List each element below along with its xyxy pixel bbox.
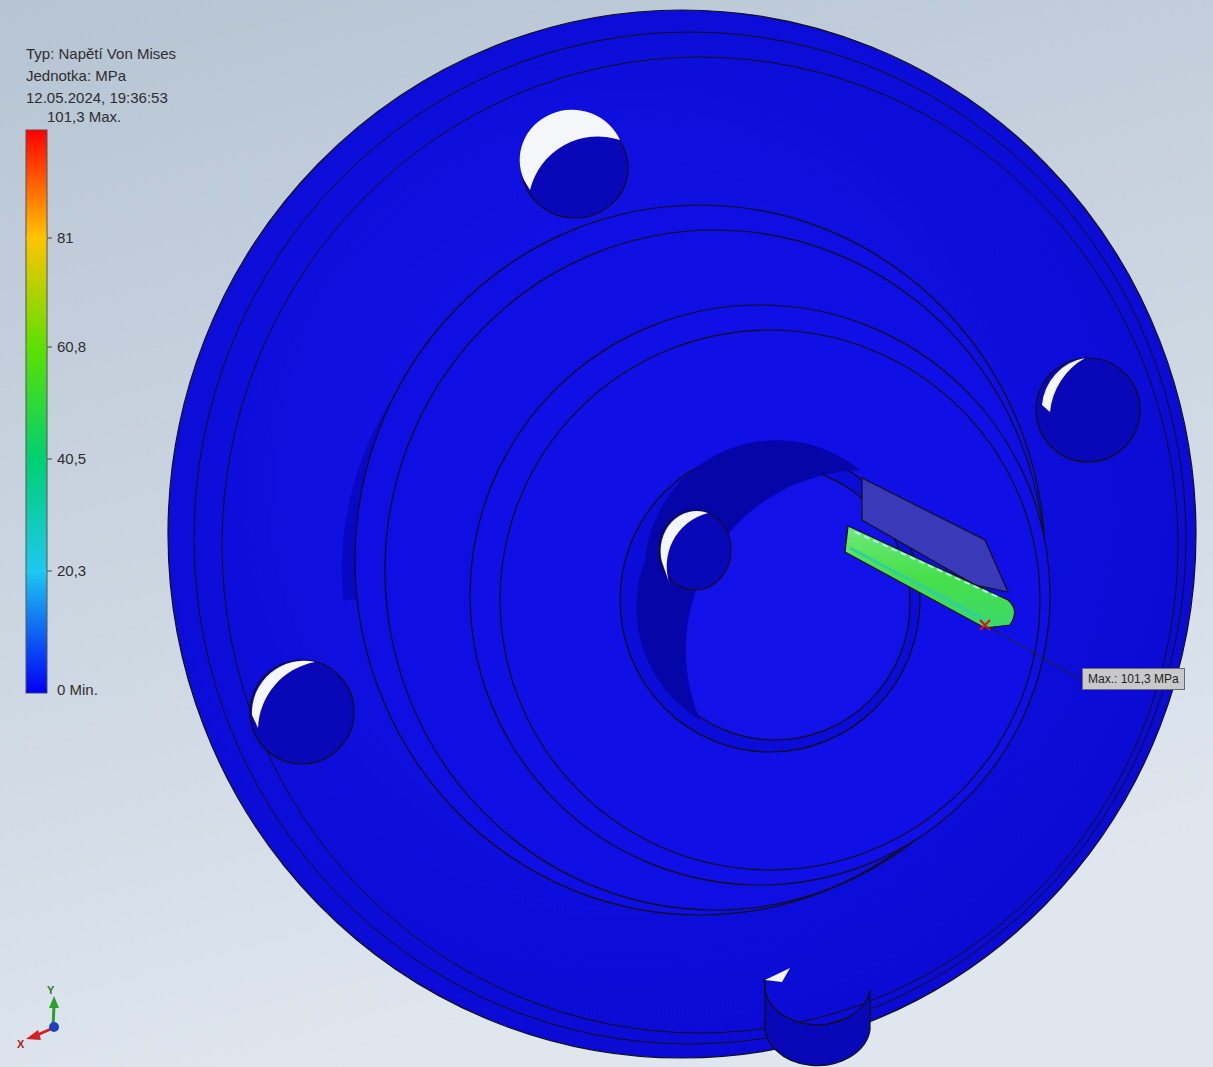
max-callout: Max.: 101,3 MPa — [1082, 668, 1185, 690]
legend-value: 101,3 Max. — [47, 108, 121, 126]
legend-value: 40,5 — [57, 450, 86, 468]
color-bar — [26, 130, 52, 693]
unit: Jednotka: MPa — [26, 67, 126, 85]
legend-swatch — [27, 131, 47, 134]
axis-label: Y — [47, 981, 54, 999]
tick-mark — [47, 459, 52, 460]
axis-triad — [26, 996, 59, 1040]
result-type: Typ: Napětí Von Mises — [26, 45, 176, 63]
max-marker — [980, 620, 1080, 679]
axis-label: X — [17, 1035, 24, 1053]
legend-value: 20,3 — [57, 562, 86, 580]
legend-value: 81 — [57, 229, 74, 247]
legend-swatch — [27, 570, 47, 573]
legend-value: 60,8 — [57, 338, 86, 356]
tick-mark — [47, 571, 52, 572]
legend-swatch — [27, 346, 47, 349]
tick-mark — [47, 347, 52, 348]
tick-mark — [47, 238, 52, 239]
legend-swatch — [27, 237, 47, 240]
legend-swatch — [27, 690, 47, 693]
legend-swatch — [27, 458, 47, 461]
legend-value: 0 Min. — [57, 681, 98, 699]
flange-part — [168, 10, 1196, 1066]
timestamp: 12.05.2024, 19:36:53 — [26, 89, 168, 107]
